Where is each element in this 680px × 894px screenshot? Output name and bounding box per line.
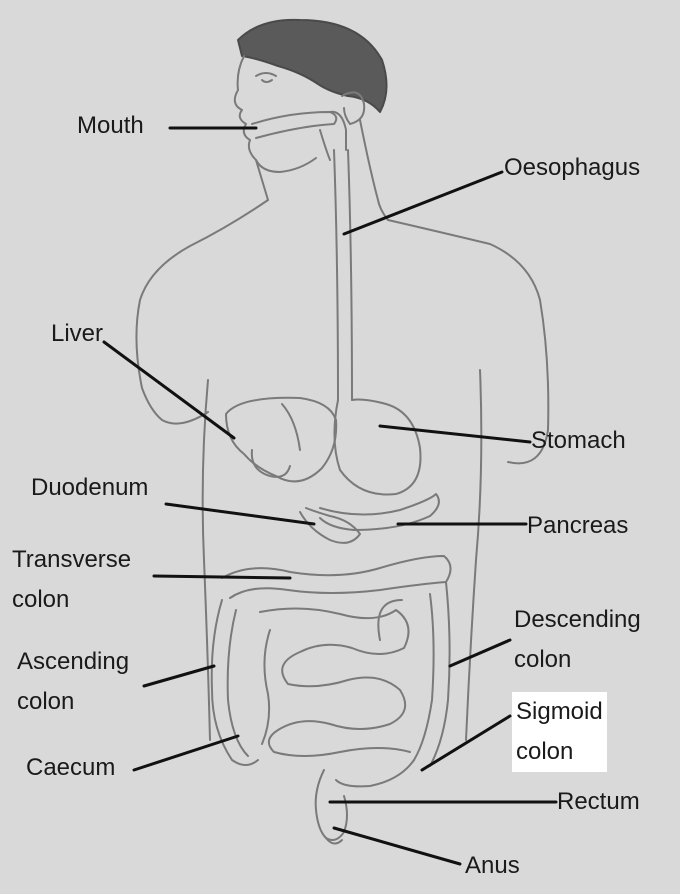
leader-anus — [332, 826, 462, 866]
mouth-cavity — [251, 111, 338, 139]
label-pancreas: Pancreas — [527, 512, 629, 539]
digestive-organs — [210, 110, 452, 845]
liver-shape — [225, 396, 338, 483]
eye — [255, 72, 277, 83]
leader-liver — [102, 340, 236, 440]
liver-lobe-line — [281, 403, 301, 451]
torso-right — [465, 369, 483, 741]
shoulder-right — [387, 219, 550, 465]
hair-shape — [237, 18, 388, 113]
neck-front — [255, 159, 269, 201]
stomach-shape — [333, 398, 422, 496]
leader-stomach — [378, 424, 532, 444]
ear — [341, 91, 366, 125]
arm-left-inner — [201, 379, 211, 741]
small-intestine — [259, 599, 411, 757]
anus-shape — [325, 837, 343, 845]
leader-ascending-colon — [142, 664, 216, 688]
label-caecum: Caecum — [26, 754, 116, 781]
gallbladder — [250, 449, 291, 478]
label-ascending-colon: Ascending colon — [17, 648, 130, 715]
leader-descending-colon — [448, 638, 512, 668]
leader-oesophagus — [342, 170, 504, 236]
leader-duodenum — [164, 502, 316, 526]
body-outline — [135, 18, 550, 741]
leader-sigmoid-colon — [420, 714, 512, 772]
label-mouth: Mouth — [77, 112, 144, 139]
face-profile — [233, 55, 317, 173]
leader-caecum — [132, 734, 240, 772]
label-sigmoid-colon: Sigmoid colon — [512, 692, 607, 772]
descending-colon-shape — [413, 581, 451, 767]
label-duodenum: Duodenum — [31, 474, 149, 501]
ascending-colon-shape — [210, 599, 259, 766]
transverse-colon-shape — [221, 555, 452, 599]
label-descending-colon: Descending colon — [514, 606, 641, 673]
label-anus: Anus — [465, 852, 520, 879]
leader-transverse-colon — [152, 574, 292, 580]
shoulder-left — [135, 199, 269, 425]
duodenum-shape — [299, 507, 361, 544]
neck-back — [359, 119, 389, 221]
label-rectum: Rectum — [557, 788, 640, 815]
oesophagus-tube — [333, 149, 353, 401]
label-transverse-colon: Transverse colon — [12, 546, 132, 613]
label-liver: Liver — [51, 320, 104, 347]
label-stomach: Stomach — [531, 427, 626, 454]
label-oesophagus: Oesophagus — [504, 154, 641, 181]
leader-lines — [102, 126, 558, 866]
sigmoid-colon-shape — [335, 759, 415, 788]
pharynx — [319, 110, 347, 161]
pancreas-shape — [319, 493, 440, 531]
